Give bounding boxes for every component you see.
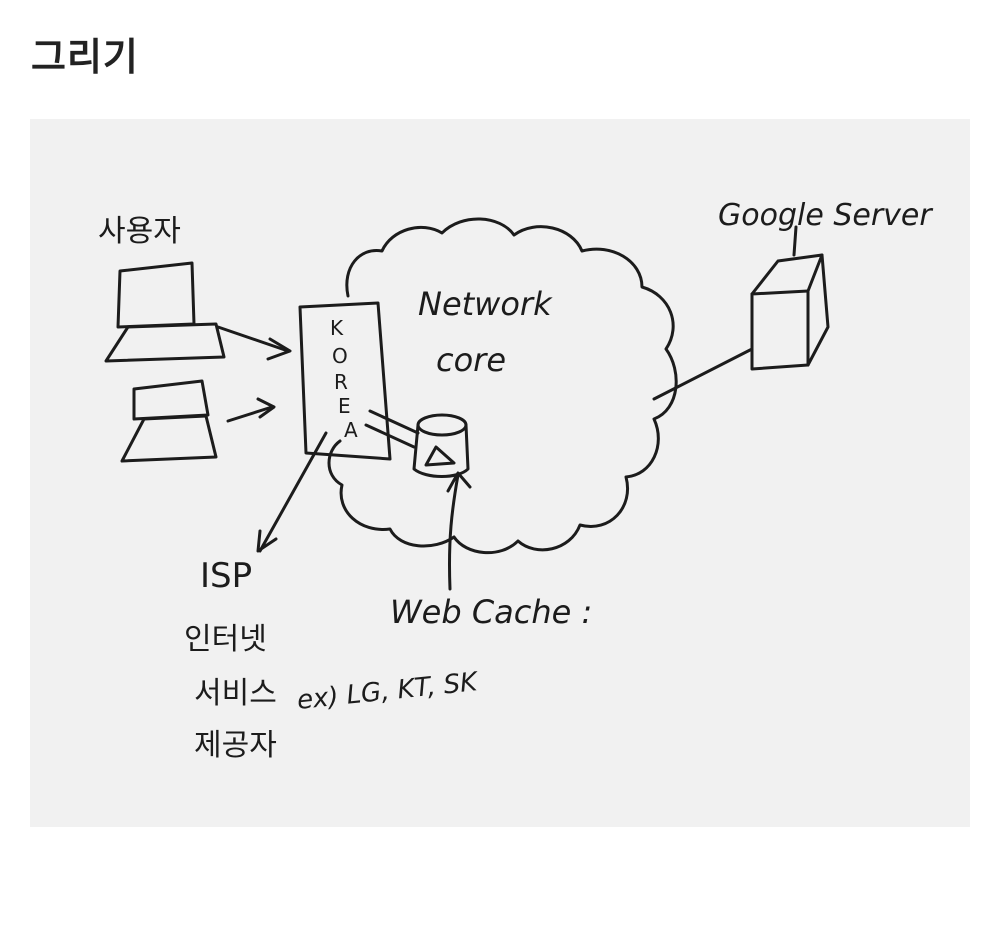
network-core-title-line2: core <box>436 341 506 379</box>
korea-letter-o: O <box>332 344 348 368</box>
isp-label: ISP <box>200 556 252 596</box>
network-core-cloud <box>327 217 678 555</box>
web-cache-pointer-arrow <box>446 471 472 591</box>
core-to-server-link <box>652 347 754 401</box>
page-title: 그리기 <box>31 35 139 79</box>
web-cache-icon <box>412 413 470 478</box>
google-server-label: Google Server <box>718 198 933 233</box>
user-computer-2 <box>120 379 218 463</box>
network-sketch: Network core 사용자 K O R E A <box>98 198 933 763</box>
web-cache-label: Web Cache : <box>390 593 592 631</box>
user-computer-1 <box>104 261 226 363</box>
user-to-isp-arrow-2 <box>226 397 276 423</box>
drawing-canvas: Network core 사용자 K O R E A <box>30 119 970 827</box>
isp-desc-line3: 제공자 <box>194 728 277 763</box>
isp-pointer-arrow <box>256 431 328 553</box>
isp-desc-line1: 인터넷 <box>184 622 267 657</box>
network-core-title-line1: Network <box>418 285 553 323</box>
isp-desc-line2: 서비스 <box>194 676 277 711</box>
korea-letter-e: E <box>338 394 351 418</box>
isp-to-cache-link-2 <box>364 423 416 449</box>
google-server-icon <box>750 225 830 371</box>
isp-to-cache-link-1 <box>368 409 420 435</box>
korea-letter-a: A <box>344 418 358 442</box>
korea-letter-k: K <box>330 316 344 340</box>
isp-example: ex) LG, KT, SK <box>296 667 481 716</box>
korea-isp-box <box>298 301 392 461</box>
korea-letter-r: R <box>334 370 348 394</box>
user-label: 사용자 <box>98 214 181 249</box>
user-to-isp-arrow-1 <box>216 325 292 361</box>
